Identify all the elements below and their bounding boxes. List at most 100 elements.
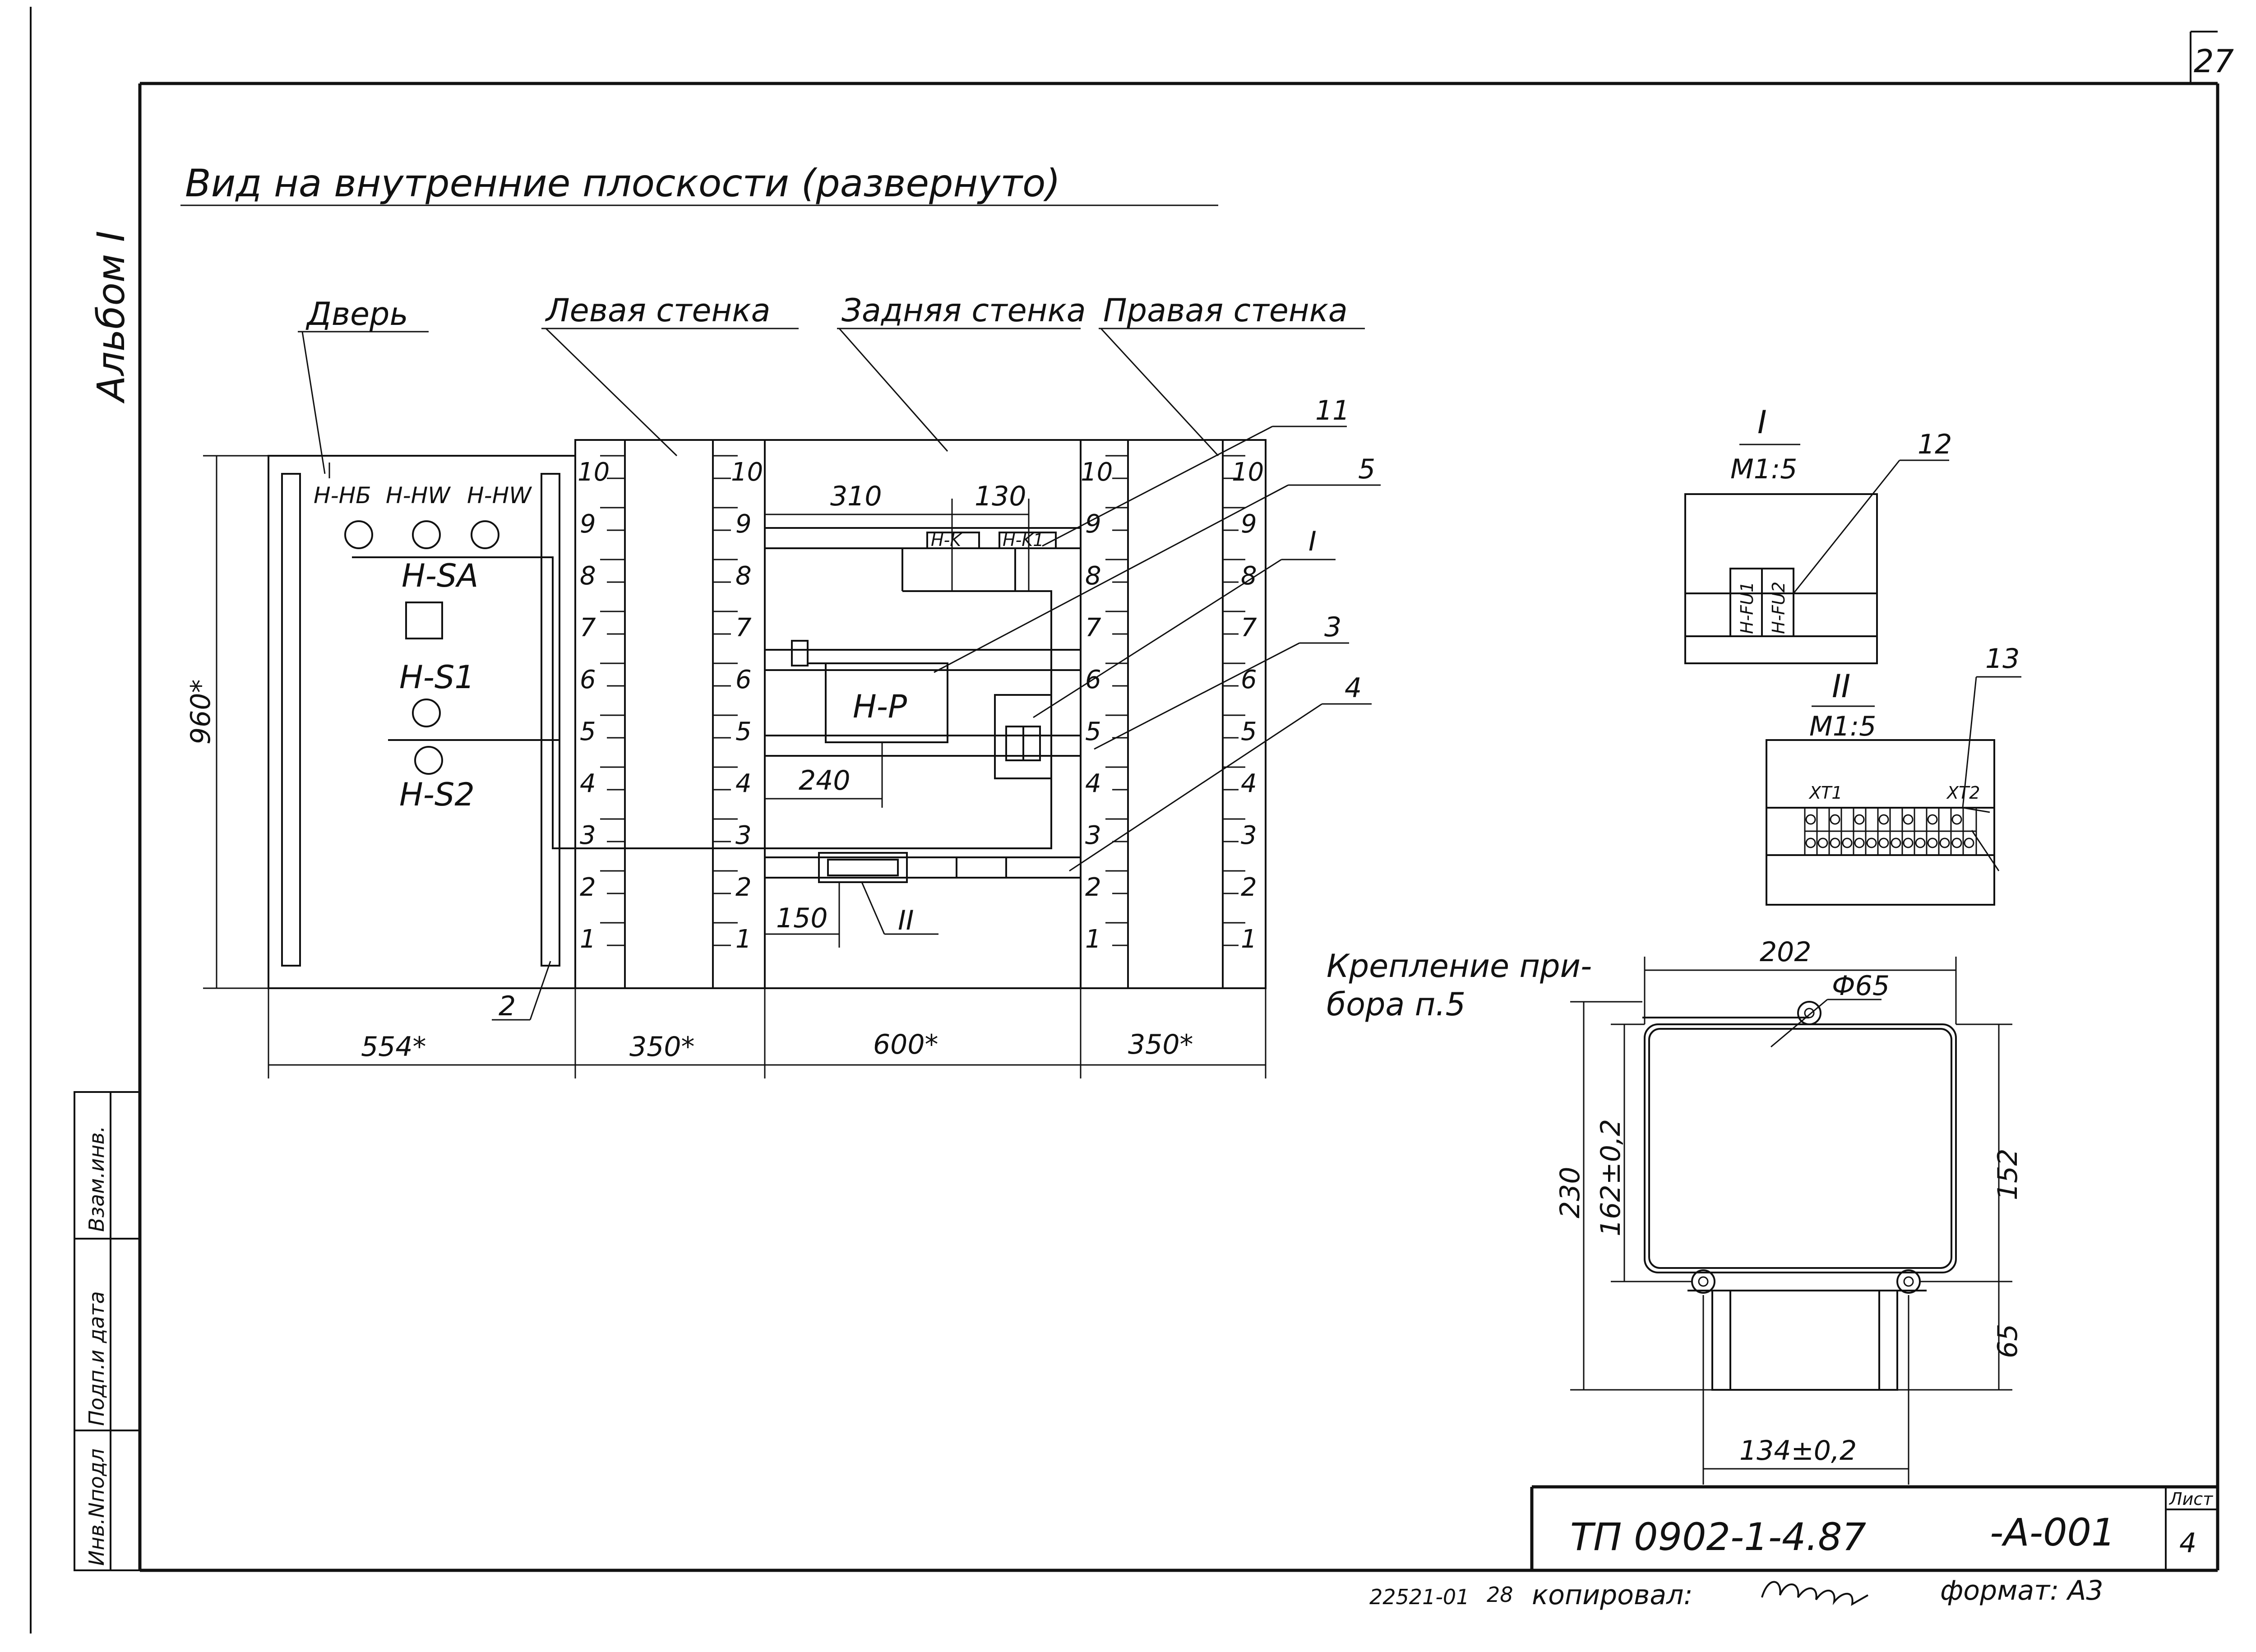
door-device-hw1: H-HW [386, 482, 451, 509]
overall-dimensions: 960* 554* 350* 600* 350* [185, 455, 1267, 1078]
callout-4: 4 [1345, 672, 1362, 704]
label-back-wall: Задняя стенка [841, 292, 1086, 329]
button-s2 [414, 746, 443, 775]
document-suffix: -А-001 [1990, 1510, 2115, 1555]
ruler-mark: 4 [1241, 769, 1257, 798]
relay-block [825, 662, 948, 743]
mount-dim-base-width: 134±0,2 [1739, 1435, 1857, 1467]
contactor-k [926, 532, 980, 549]
label-right-wall: Правая стенка [1103, 292, 1348, 329]
dim-right-width: 350* [1128, 1029, 1193, 1060]
ruler-mark: 2 [1241, 873, 1257, 902]
ruler-mark: 2 [1085, 873, 1101, 902]
ruler-mark: 5 [1241, 717, 1257, 746]
mount-dim-height-body: 162±0,2 [1595, 1119, 1627, 1236]
callout-view2: II [898, 905, 914, 936]
detail-view-1: I М1:5 H-FU1 H-FU2 12 [1684, 404, 1952, 664]
mount-caption-line1: Крепление при- [1327, 948, 1592, 985]
ruler-mark: 3 [580, 821, 596, 850]
callout-13: 13 [1985, 643, 2020, 675]
ruler-mark: 1 [580, 925, 596, 954]
ruler-mark: 3 [735, 821, 752, 850]
title-block: Лист 4 ТП 0902-1-4.87 -А-001 [1530, 1485, 2218, 1570]
side-cell-replace: Взам.инв. [84, 1126, 109, 1232]
ruler-mark: 9 [735, 509, 752, 539]
right-wall-ruler-left: 10 9 8 7 6 5 4 3 2 1 [1081, 455, 1128, 954]
ruler-mark: 4 [735, 769, 752, 798]
ruler-mark: 8 [735, 561, 752, 591]
ruler-mark: 8 [1085, 561, 1101, 591]
ruler-mark: 9 [1241, 509, 1257, 539]
right-wall-ruler-right: 10 9 8 7 6 5 4 3 2 1 [1223, 455, 1264, 954]
label-left-wall: Левая стенка [545, 292, 771, 329]
fuse-1: H-FU1 [1737, 582, 1757, 634]
terminal-block-small [994, 694, 1052, 779]
ruler-mark: 2 [580, 873, 596, 902]
terminal-xt1: XT1 [1808, 783, 1842, 803]
ruler-mark: 1 [735, 925, 752, 954]
ruler-mark: 5 [580, 717, 596, 746]
ruler-mark: 7 [1085, 613, 1101, 643]
ruler-mark: 8 [1241, 561, 1257, 591]
ruler-mark: 6 [735, 665, 752, 694]
ruler-mark: 1 [1085, 925, 1101, 954]
mount-hole-right [1896, 1269, 1921, 1294]
left-wall-ruler-left: 10 9 8 7 6 5 4 3 2 1 [578, 455, 625, 954]
dim-height: 960* [185, 679, 217, 745]
back-wall-panel: H-P H-K H-K1 310 130 240 150 [722, 439, 1082, 989]
door-panel: H-HБ H-HW H-HW H-SA H-S1 H-S2 [268, 455, 722, 989]
door-device-s2: H-S2 [399, 776, 475, 813]
mount-dim-hole: Ф65 [1832, 970, 1890, 1002]
mount-detail: Крепление при- бора п.5 202 Ф65 230 [1327, 936, 2024, 1485]
footer-num: 28 [1487, 1583, 1513, 1607]
dim-310: 310 [830, 481, 882, 512]
ruler-mark: 4 [580, 769, 596, 798]
switch-sa [405, 602, 443, 639]
terminal-strip [1804, 807, 1977, 856]
page-number: 27 [2194, 43, 2234, 80]
button-s1 [412, 699, 441, 727]
lamp-hw2 [471, 520, 499, 549]
dim-130: 130 [975, 481, 1026, 512]
ruler-mark: 3 [1241, 821, 1257, 850]
side-cell-inv: Инв.Nподл [84, 1448, 109, 1566]
door-device-hw2: H-HW [467, 482, 532, 509]
ruler-mark: 7 [1241, 613, 1257, 643]
footer: 22521-01 28 копировал: формат: А3 [1369, 1575, 2103, 1611]
sheet-header: Лист [2168, 1489, 2214, 1509]
door-device-sa: H-SA [402, 557, 478, 594]
contactor-k1 [999, 532, 1057, 549]
ruler-mark: 2 [735, 873, 752, 902]
mount-dim-height-total: 230 [1554, 1166, 1586, 1218]
copier-signature [1761, 1581, 1868, 1606]
callout-11: 11 [1315, 395, 1350, 426]
footer-copied: копировал: [1532, 1579, 1693, 1611]
ruler-mark: 9 [580, 509, 596, 539]
ruler-mark: 3 [1085, 821, 1101, 850]
ruler-mark: 6 [580, 665, 596, 694]
view2-scale: М1:5 [1809, 711, 1876, 742]
ruler-mark: 1 [1241, 925, 1257, 954]
device-body [1644, 1023, 1957, 1273]
left-wall-panel: 10 9 8 7 6 5 4 3 2 1 10 9 8 7 6 [574, 439, 766, 989]
view1-scale: М1:5 [1730, 453, 1797, 485]
door-device-s1: H-S1 [399, 659, 475, 696]
ruler-mark: 7 [580, 613, 596, 643]
ruler-mark: 10 [578, 458, 610, 487]
label-door: Дверь [305, 296, 408, 333]
view1-label: I [1757, 404, 1767, 441]
mount-hole-left [1691, 1269, 1715, 1294]
detail-view-2: II М1:5 XT1 XT2 [1766, 643, 2021, 906]
album-label: Альбом I [89, 231, 133, 404]
callout-5: 5 [1358, 453, 1375, 485]
terminal-rail [818, 852, 908, 883]
ruler-mark: 4 [1085, 769, 1101, 798]
footer-format: формат: А3 [1940, 1575, 2103, 1606]
contactor-k1-label: H-K1 [1003, 530, 1044, 550]
ruler-mark: 10 [731, 458, 763, 487]
ruler-mark: 8 [580, 561, 596, 591]
side-approval-table: Инв.Nподл Подп.и дата Взам.инв. [74, 1091, 141, 1571]
dim-240: 240 [799, 765, 851, 796]
dim-left-width: 350* [629, 1031, 695, 1063]
